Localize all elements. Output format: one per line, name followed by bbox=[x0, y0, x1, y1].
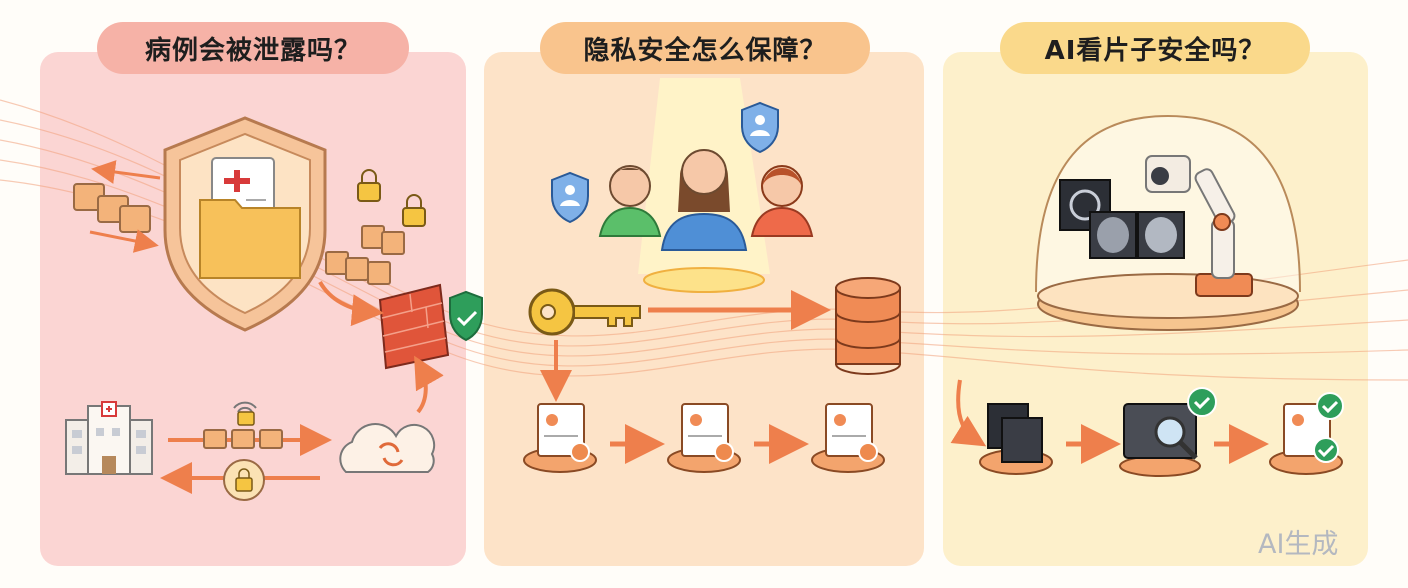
scan-step-icons bbox=[979, 403, 1343, 477]
panel-title-case-leak: 病例会被泄露吗？ bbox=[97, 22, 409, 74]
data-block-icons bbox=[73, 183, 151, 233]
check-shield-icon bbox=[449, 290, 483, 342]
ai-generated-watermark: AI生成 bbox=[1258, 529, 1339, 560]
people-icon bbox=[598, 149, 814, 251]
user-shield-icon bbox=[551, 101, 779, 224]
data-block-icons bbox=[325, 225, 405, 285]
cloud-sync-icon bbox=[339, 423, 436, 473]
brain-scan-icons bbox=[1059, 179, 1185, 259]
robot-arm-icon bbox=[1145, 155, 1253, 297]
arrow-to-firewall bbox=[318, 280, 384, 327]
check-icons bbox=[1187, 387, 1344, 463]
record-step-icons bbox=[523, 403, 885, 473]
secure-lock-icon bbox=[223, 459, 265, 501]
arrow-dome-down bbox=[950, 379, 987, 447]
arrow-cloud-to-firewall bbox=[414, 355, 444, 414]
folder-icon bbox=[199, 199, 301, 279]
database-icon bbox=[835, 277, 901, 375]
firewall-icon bbox=[378, 283, 450, 370]
arrows-left bbox=[89, 160, 161, 253]
wifi-lock-icon bbox=[233, 401, 257, 426]
lock-icon bbox=[357, 169, 426, 227]
panel-title-privacy: 隐私安全怎么保障？ bbox=[540, 22, 870, 74]
hospital-icon bbox=[65, 401, 153, 475]
key-icon bbox=[528, 288, 641, 336]
panel-title-ai-imaging: AI看片子安全吗？ bbox=[1000, 22, 1310, 74]
